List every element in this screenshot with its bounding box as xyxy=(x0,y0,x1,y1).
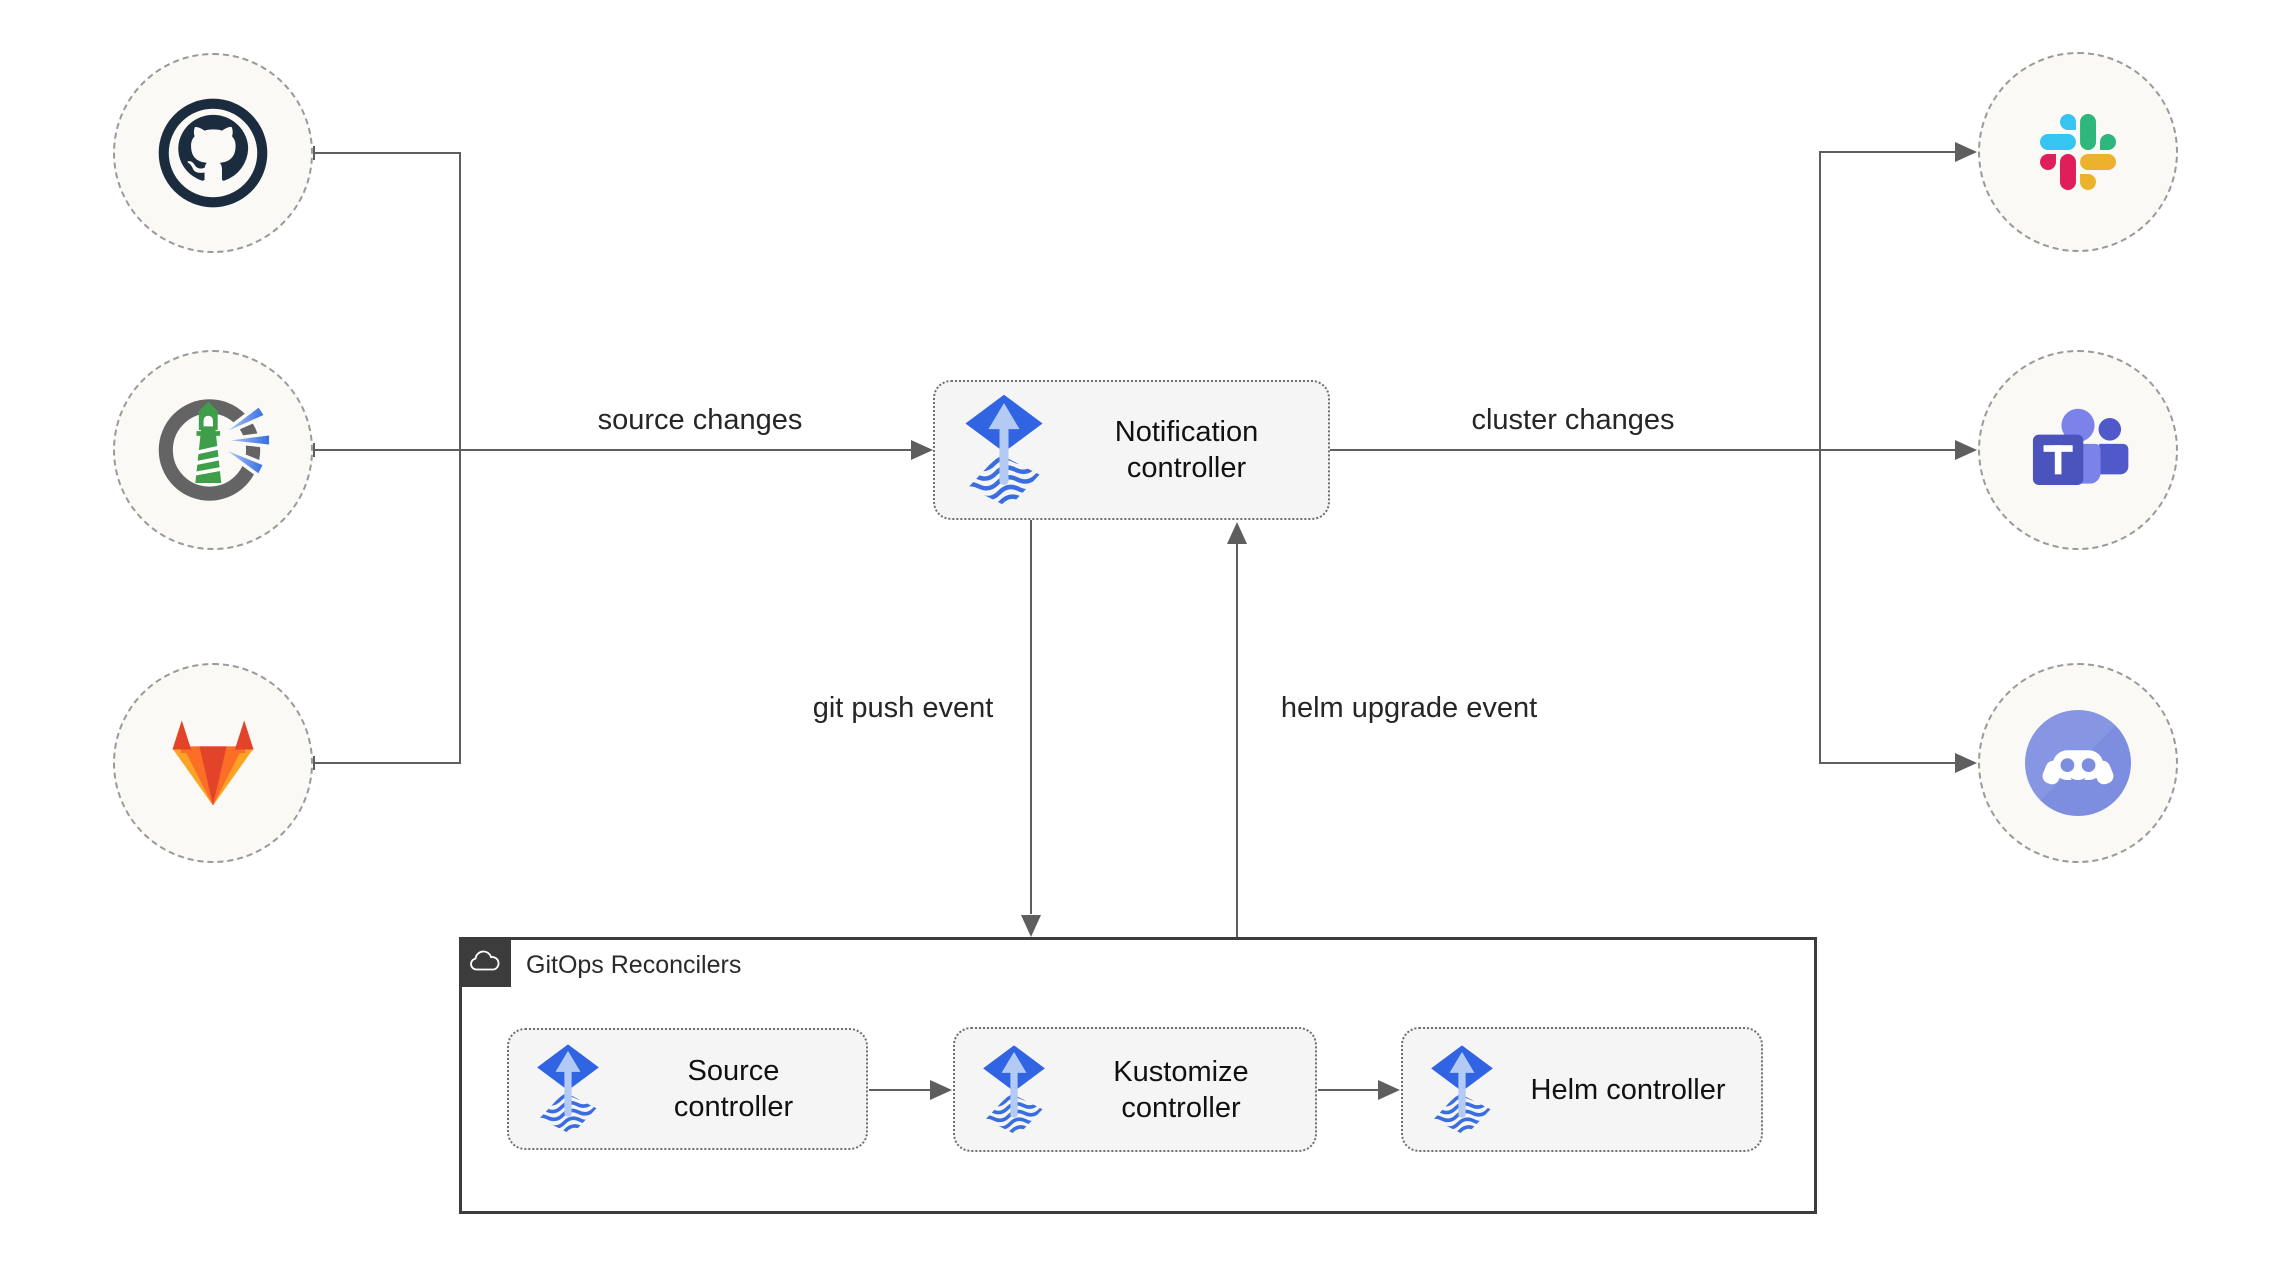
notification-controller-node: Notification controller xyxy=(933,380,1330,520)
arrowhead-into-gitops xyxy=(1021,915,1041,937)
source-controller-label: Source controller xyxy=(673,1055,794,1123)
connector-tick xyxy=(313,443,315,457)
connector-github-junction xyxy=(315,152,460,154)
source-controller-node: Source controller xyxy=(507,1028,868,1150)
github-icon xyxy=(157,97,269,209)
node-discord xyxy=(1978,663,2178,863)
node-slack xyxy=(1978,52,2178,252)
edge-label-cluster-changes: cluster changes xyxy=(1471,404,1675,436)
connector-to-discord xyxy=(1819,762,1955,764)
connector-git-push xyxy=(1030,520,1032,914)
arrowhead-into-discord xyxy=(1955,753,1977,773)
edge-label-git-push-event: git push event xyxy=(812,692,994,724)
node-teams xyxy=(1978,350,2178,550)
arrowhead-into-kustomize xyxy=(930,1080,952,1100)
slack-icon xyxy=(2040,114,2116,190)
node-harbor xyxy=(113,350,313,550)
connector-tick xyxy=(313,756,315,770)
flux-icon xyxy=(963,393,1045,508)
notification-controller-label: Notification controller xyxy=(1114,416,1259,484)
helm-controller-node: Helm controller xyxy=(1401,1027,1763,1152)
arrowhead-into-notification xyxy=(911,440,933,460)
arrowhead-into-helm xyxy=(1378,1080,1400,1100)
harbor-icon xyxy=(154,391,272,509)
edge-label-source-changes: source changes xyxy=(597,404,803,436)
kustomize-controller-node: Kustomize controller xyxy=(953,1027,1317,1152)
connector-kustomize-helm xyxy=(1318,1089,1379,1091)
gitlab-icon xyxy=(161,716,265,810)
connector-source-kustomize xyxy=(869,1089,931,1091)
arrowhead-into-teams xyxy=(1955,440,1977,460)
gitops-title: GitOps Reconcilers xyxy=(526,951,742,979)
cloud-icon xyxy=(468,949,502,975)
connector-left-vertical xyxy=(459,152,461,764)
helm-controller-label: Helm controller xyxy=(1530,1073,1726,1106)
connector-right-vertical xyxy=(1819,152,1821,764)
flux-icon xyxy=(535,1043,601,1135)
connector-source-changes xyxy=(315,449,913,451)
connector-cluster-changes xyxy=(1330,449,1955,451)
connector-to-slack xyxy=(1819,151,1955,153)
gitops-badge xyxy=(459,937,511,987)
edge-label-helm-upgrade-event: helm upgrade event xyxy=(1280,692,1538,724)
teams-icon xyxy=(2025,404,2131,497)
kustomize-controller-label: Kustomize controller xyxy=(1113,1055,1249,1124)
node-gitlab xyxy=(113,663,313,863)
arrowhead-into-notification-bottom xyxy=(1227,522,1247,544)
arrowhead-into-slack xyxy=(1955,142,1977,162)
discord-icon xyxy=(2025,710,2131,816)
flux-icon xyxy=(1429,1044,1495,1136)
node-github xyxy=(113,53,313,253)
connector-gitlab-junction xyxy=(315,762,460,764)
connector-tick xyxy=(313,146,315,160)
flux-icon xyxy=(981,1044,1047,1136)
connector-helm-upgrade xyxy=(1236,542,1238,937)
